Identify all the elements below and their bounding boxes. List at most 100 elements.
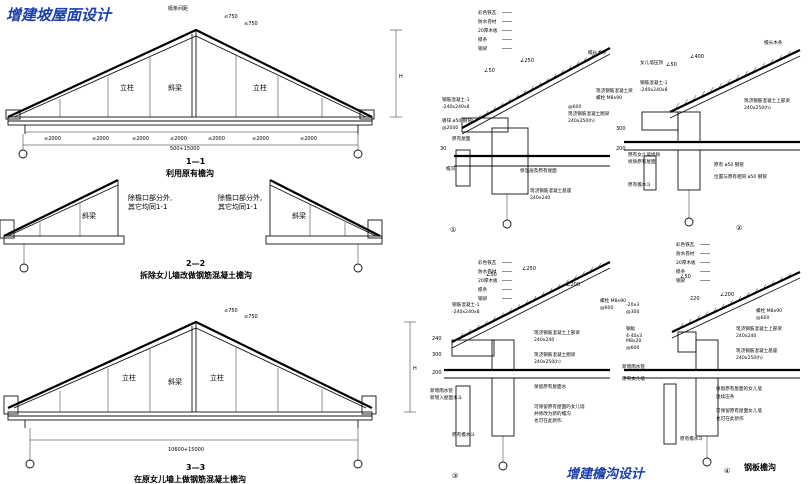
d4-callout-12: 新增雨水管 <box>622 363 645 370</box>
axis-2b <box>353 263 363 273</box>
label-column-a-1: 立柱 <box>120 83 134 92</box>
roof-slope-d4 <box>671 271 801 333</box>
d3-dim-2: ∠200 <box>566 282 580 288</box>
d4-callout-2: 钢板 <box>626 325 636 332</box>
d1-layer-2: 20厚木板 <box>478 27 498 34</box>
d1-callout-2: 镀锌 ø50 钢管 <box>442 117 472 124</box>
section-title-3: 在原女儿墙上做钢筋混凝土檐沟 <box>134 474 246 484</box>
d4-callout-3: 4-40x3 <box>626 333 642 339</box>
d4-layer-2: 20厚木板 <box>676 259 696 266</box>
d4-tile-12 <box>779 276 783 282</box>
beam-d3 <box>491 339 515 371</box>
d3-tile-11 <box>549 287 553 293</box>
section-2-2: 斜梁 除檐口部分外, 其它均同1-1 斜梁 除檐口部分外, 其它均同1-1 2—… <box>0 179 383 280</box>
axis-3b <box>353 459 363 469</box>
label-ridge-3: 斜梁 <box>168 377 182 386</box>
d3-tile-6 <box>508 308 512 314</box>
d3-tile-5 <box>500 312 504 318</box>
d3-layer-2: 20厚木板 <box>478 277 498 284</box>
d3-callout-5: 240x240 <box>534 337 554 343</box>
d2-tile-2 <box>692 94 697 101</box>
d2-callout-8: 原有檐水斗 <box>628 181 651 188</box>
d1-callout-11: 240x250(h) <box>568 118 595 124</box>
pipe-d3 <box>455 385 471 447</box>
d4-dim-1: 220 <box>690 296 700 302</box>
bay-label-1-3: ≤2000 <box>170 136 187 142</box>
d4-tile-1 <box>688 319 692 325</box>
roof-outline-1 <box>7 28 373 118</box>
d4-tile-4 <box>712 307 717 313</box>
d4-tile-2 <box>696 315 700 321</box>
d2-dim-3: 200 <box>616 146 626 152</box>
d1-tile-6 <box>515 94 519 100</box>
d1-callout-8: 螺栓 M8x90 <box>596 94 622 101</box>
gutter-2b <box>367 219 383 239</box>
detail-number-1: ① <box>450 226 456 234</box>
d3-layer-4: 钢梁 <box>478 295 488 302</box>
d3-callout-2: 螺栓 M8x90 <box>600 297 626 304</box>
detail-number-2: ② <box>736 224 742 232</box>
d4-callout-17: 也可在此新作 <box>716 415 744 422</box>
bay-label-1-6: ≤2000 <box>300 136 317 142</box>
d1-callout-3: @2000 <box>442 125 458 131</box>
d1-tile-13 <box>568 65 572 71</box>
d4-tile-7 <box>737 295 742 302</box>
d4-callout-8: 现浇钢筋混凝土上部梁 <box>736 325 782 332</box>
axis-d2 <box>684 217 694 227</box>
d1-tile-7 <box>522 90 527 96</box>
d1-tile-3 <box>492 106 496 112</box>
gutter-d3 <box>451 339 495 357</box>
column-d2 <box>677 149 701 191</box>
d1-layer-3: 檩条 <box>478 36 488 43</box>
d3-dim-4: 300 <box>432 352 442 358</box>
d4-tile-11 <box>770 280 775 286</box>
d3-tile-7 <box>516 304 520 310</box>
watermark-top: 增建坡屋面设计 <box>6 6 113 24</box>
axis-1b <box>353 149 363 159</box>
beam-d4 <box>695 339 719 371</box>
pipe-d1 <box>455 149 471 187</box>
d3-layer-0: 彩色铁瓦 <box>478 259 497 266</box>
d1-tile-15 <box>583 57 587 63</box>
d3-layer-3: 檩条 <box>478 286 488 293</box>
label-column-b-1: 立柱 <box>253 83 267 92</box>
detail-title-4: 钢板檐沟 <box>744 462 776 472</box>
column-d1 <box>491 155 529 195</box>
d2-callout-2: -240x240x8 <box>640 87 668 93</box>
d3-tile-9 <box>532 295 537 302</box>
watermark-bottom: 增建檐沟设计 <box>566 466 646 482</box>
bay-label-1-2: ≤2000 <box>132 136 149 142</box>
d4-layer-4: 钢梁 <box>676 277 686 284</box>
rafter-label-2a: 斜梁 <box>82 211 96 220</box>
d1-callout-5: 檐沟 <box>446 165 456 172</box>
roof-right-2 <box>269 179 381 237</box>
section-id-3: 3—3 <box>186 463 205 472</box>
bay-label-1-4: ≤2000 <box>208 136 225 142</box>
height-label-1: H <box>399 74 403 80</box>
d2-dim-1: ∠400 <box>690 54 704 60</box>
d1-tile-12 <box>560 69 564 75</box>
d4-callout-6: 螺栓 M8x90 <box>756 307 782 314</box>
d4-tile-8 <box>746 292 750 298</box>
d2-tile-12 <box>778 54 783 61</box>
d4-callout-7: @600 <box>756 315 769 321</box>
d3-callout-7: 240x250(h) <box>534 359 561 365</box>
d1-tile-11 <box>552 73 557 79</box>
bay-label-1-1: ≤2000 <box>92 136 109 142</box>
d3-callout-9: 新增入屋面水斗 <box>430 394 463 401</box>
bay-label-1-0: ≤2000 <box>44 136 61 142</box>
top-dim-1: 檩条间距 <box>168 5 188 12</box>
d4-dim-0: ∠50 <box>680 274 691 280</box>
bay-label-1-5: ≤2000 <box>252 136 269 142</box>
d2-tile-13 <box>787 50 791 57</box>
gutter-d1 <box>461 117 509 133</box>
d4-callout-18: 原有檐水斗 <box>680 435 703 442</box>
d4-callout-5: @600 <box>626 345 639 351</box>
d3-dim-0: ∠50 <box>486 272 497 278</box>
d4-callout-16: 可保留原有屋面女儿墙 <box>716 407 762 414</box>
d3-tile-17 <box>597 262 602 269</box>
d1-dim-0: ∠50 <box>484 68 495 74</box>
d1-callout-13: 现浇钢筋混凝土基座 <box>530 187 572 194</box>
